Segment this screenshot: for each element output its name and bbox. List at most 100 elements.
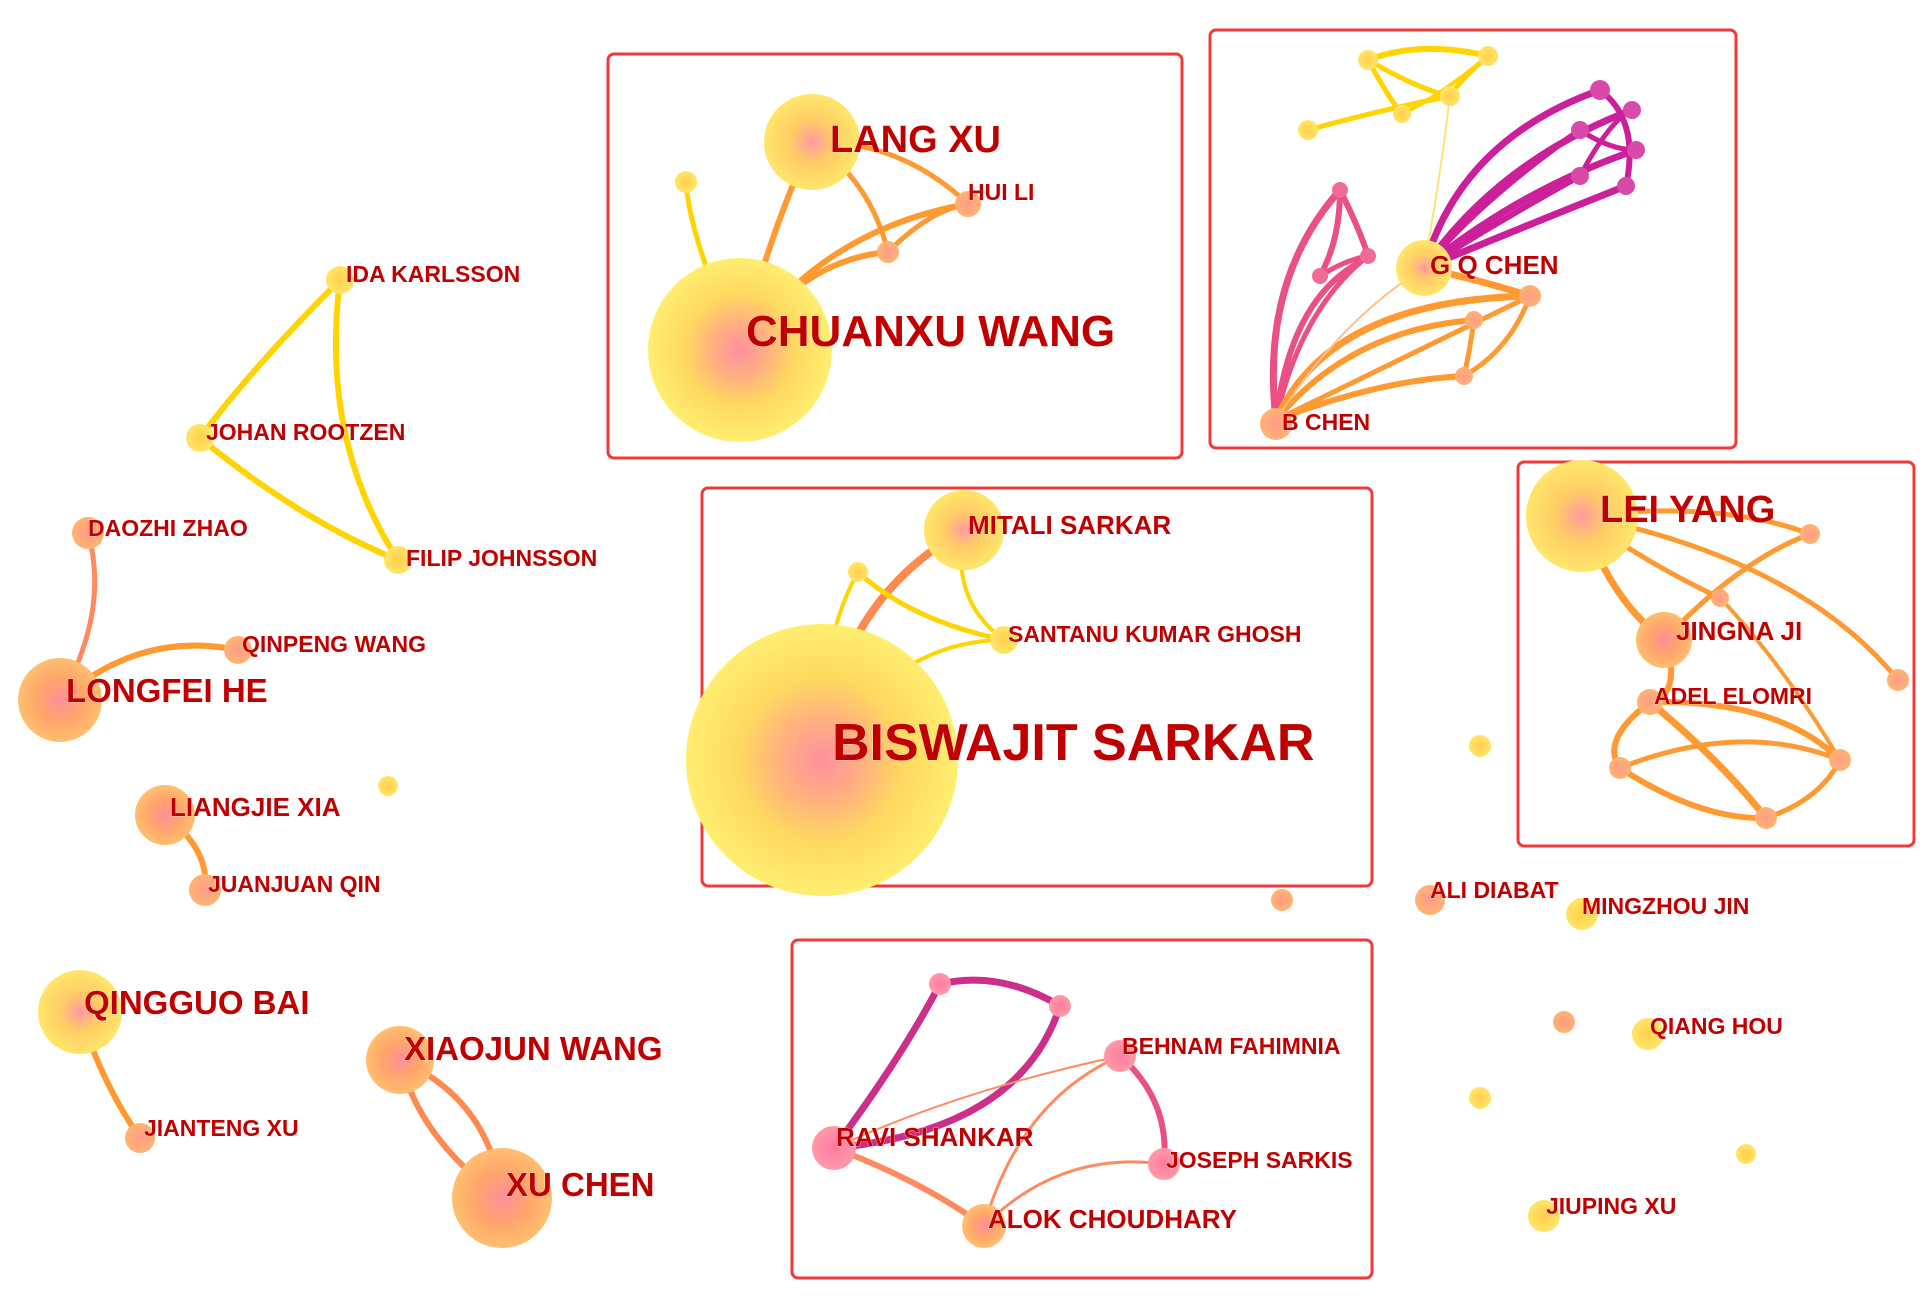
node-gq-yellow-a[interactable] — [1358, 50, 1378, 70]
node-adel-left[interactable] — [1609, 757, 1631, 779]
node-behnam-fahimnia[interactable] — [1104, 1040, 1136, 1072]
edge-adel-5 — [1617, 739, 1843, 771]
node-gq-magenta-d[interactable] — [1617, 177, 1635, 195]
node-qiang-hou[interactable] — [1632, 1018, 1664, 1050]
node-gq-pink-b[interactable] — [1312, 268, 1328, 284]
label-jiuping-xu: JIUPING XU — [1546, 1193, 1676, 1219]
label-juanjuan-qin: JUANJUAN QIN — [208, 871, 381, 897]
edge-bchen-pink-2 — [1273, 259, 1363, 423]
node-isolated-yellow-4[interactable] — [1736, 1144, 1756, 1164]
node-gq-orange-c[interactable] — [1455, 367, 1473, 385]
label-ida-karlsson: IDA KARLSSON — [346, 261, 520, 287]
node-lei-right1[interactable] — [1800, 524, 1820, 544]
node-g-q-chen[interactable] — [1396, 240, 1452, 296]
edge-pink-a — [1317, 187, 1343, 279]
node-isolated-yellow-2[interactable] — [1469, 735, 1491, 757]
label-santanu-kumar-ghosh: SANTANU KUMAR GHOSH — [1008, 621, 1301, 647]
node-gq-magenta-a[interactable] — [1590, 80, 1610, 100]
label-mingzhou-jin: MINGZHOU JIN — [1582, 893, 1749, 919]
node-daozhi-zhao[interactable] — [72, 517, 104, 549]
node-gq-pink-c[interactable] — [1360, 248, 1376, 264]
node-gq-magenta-e[interactable] — [1571, 121, 1589, 139]
node-lei-mid[interactable] — [1711, 589, 1729, 607]
node-jianteng-xu[interactable] — [125, 1123, 155, 1153]
node-santanu-kumar-ghosh[interactable] — [990, 626, 1018, 654]
node-gq-yellow-e[interactable] — [1440, 86, 1460, 106]
node-qingguo-bai[interactable] — [38, 970, 122, 1054]
node-isolated-yellow-3[interactable] — [1469, 1087, 1491, 1109]
node-gq-magenta-b[interactable] — [1623, 101, 1641, 119]
label-lei-yang: LEI YANG — [1600, 489, 1775, 531]
node-biswajit-sarkar[interactable] — [686, 624, 958, 896]
node-juanjuan-qin[interactable] — [189, 874, 221, 906]
node-chuanxu-mid[interactable] — [877, 241, 899, 263]
node-chuanxu-small[interactable] — [675, 171, 697, 193]
node-joseph-sarkis[interactable] — [1148, 1148, 1180, 1180]
label-xu-chen: XU CHEN — [506, 1166, 655, 1203]
node-gq-yellow-b[interactable] — [1478, 46, 1498, 66]
node-gq-yellow-c[interactable] — [1298, 120, 1318, 140]
node-gq-yellow-d[interactable] — [1393, 105, 1411, 123]
node-isolated-yellow-1[interactable] — [378, 776, 398, 796]
node-lang-xu[interactable] — [764, 94, 860, 190]
node-lei-yang[interactable] — [1526, 460, 1638, 572]
node-ravi-shankar[interactable] — [812, 1126, 856, 1170]
node-b-chen[interactable] — [1260, 408, 1292, 440]
node-mingzhou-jin[interactable] — [1566, 898, 1598, 930]
node-xu-chen[interactable] — [452, 1148, 552, 1248]
edge-ida-johan — [197, 277, 343, 441]
node-isolated-orange-2[interactable] — [1553, 1011, 1575, 1033]
label-liangjie-xia: LIANGJIE XIA — [170, 792, 341, 822]
node-ravi-pink-a[interactable] — [929, 973, 951, 995]
edge-gq-magenta-4 — [1420, 182, 1630, 272]
node-alok-choudhary[interactable] — [962, 1204, 1006, 1248]
node-gq-orange-a[interactable] — [1519, 285, 1541, 307]
node-adel-right[interactable] — [1829, 749, 1851, 771]
edge-ravi-pink-1 — [830, 980, 944, 1152]
label-xiaojun-wang: XIAOJUN WANG — [404, 1030, 663, 1067]
node-isolated-orange-1[interactable] — [1271, 889, 1293, 911]
node-jingna-ji[interactable] — [1636, 612, 1692, 668]
node-gq-orange-b[interactable] — [1465, 311, 1483, 329]
node-xiaojun-wang[interactable] — [366, 1026, 434, 1094]
label-chuanxu-wang: CHUANXU WANG — [746, 307, 1115, 356]
node-filip-johnsson[interactable] — [384, 546, 412, 574]
label-longfei-he: LONGFEI HE — [66, 672, 268, 709]
edge-gq-magenta-1 — [1420, 86, 1604, 272]
edge-orange-r2 — [1461, 293, 1533, 379]
label-adel-elomri: ADEL ELOMRI — [1654, 683, 1812, 709]
edge-bchen-orange-1 — [1272, 292, 1534, 424]
node-adel-elomri[interactable] — [1637, 689, 1663, 715]
node-gq-magenta-f[interactable] — [1571, 167, 1589, 185]
node-biswajit-small[interactable] — [848, 562, 868, 582]
label-behnam-fahimnia: BEHNAM FAHIMNIA — [1122, 1033, 1341, 1059]
node-jiuping-xu[interactable] — [1528, 1200, 1560, 1232]
edge-behnam-joseph — [1117, 1053, 1168, 1167]
node-adel-bottom[interactable] — [1755, 807, 1777, 829]
node-qinpeng-wang[interactable] — [224, 636, 252, 664]
edge-adel-4 — [1617, 765, 1769, 822]
cluster-box-lei-yang — [1516, 460, 1916, 848]
label-alok-choudhary: ALOK CHOUDHARY — [988, 1204, 1237, 1234]
node-ali-diabat[interactable] — [1415, 885, 1445, 915]
node-ida-karlsson[interactable] — [326, 266, 354, 294]
node-lei-right2[interactable] — [1887, 669, 1909, 691]
node-gq-pink-a[interactable] — [1332, 182, 1348, 198]
node-gq-magenta-c[interactable] — [1627, 141, 1645, 159]
node-hui-li[interactable] — [955, 191, 981, 217]
edge-gq-yellow-3 — [1305, 93, 1453, 133]
edge-lei-right2 — [1579, 513, 1901, 683]
label-jingna-ji: JINGNA JI — [1676, 616, 1802, 646]
label-hui-li: HUI LI — [968, 179, 1034, 205]
node-mitali-sarkar[interactable] — [924, 490, 1004, 570]
node-liangjie-xia[interactable] — [135, 785, 195, 845]
node-longfei-he[interactable] — [18, 658, 102, 742]
node-ravi-pink-b[interactable] — [1049, 995, 1071, 1017]
label-biswajit-sarkar: BISWAJIT SARKAR — [832, 714, 1314, 772]
edge-ravi-pink-2 — [830, 1002, 1064, 1152]
edge-gq-magenta-7 — [1597, 87, 1633, 189]
node-chuanxu-wang[interactable] — [648, 258, 832, 442]
node-johan-rootzen[interactable] — [186, 424, 214, 452]
